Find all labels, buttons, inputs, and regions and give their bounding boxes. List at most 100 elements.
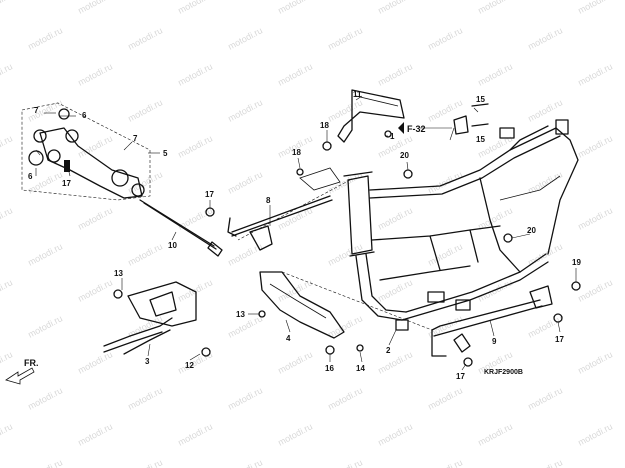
watermark-text: motodi.ru <box>76 421 114 447</box>
watermark-text: motodi.ru <box>26 313 64 339</box>
callout-13: 14 <box>356 364 365 373</box>
callout-2: 2 <box>386 346 391 355</box>
watermark-text: motodi.ru <box>476 61 514 87</box>
callout-6: 6 <box>82 111 87 120</box>
watermark-text: motodi.ru <box>0 349 14 375</box>
callout-18: 19 <box>572 258 581 267</box>
watermark-text: motodi.ru <box>0 277 14 303</box>
watermark-text: motodi.ru <box>76 133 114 159</box>
watermark-text: motodi.ru <box>526 457 564 468</box>
watermark-text: motodi.ru <box>0 61 14 87</box>
watermark-text: motodi.ru <box>426 241 464 267</box>
watermark-text: motodi.ru <box>226 25 264 51</box>
drawing-code: KRJF2900B <box>484 369 523 376</box>
watermark-text: motodi.ru <box>126 97 164 123</box>
callout-19: 12 <box>185 361 194 370</box>
watermark-text: motodi.ru <box>426 385 464 411</box>
watermark-text: motodi.ru <box>426 457 464 468</box>
watermark-text: motodi.ru <box>76 349 114 375</box>
callout-18: 18 <box>320 121 329 130</box>
watermark-text: motodi.ru <box>126 241 164 267</box>
watermark-text: motodi.ru <box>76 277 114 303</box>
watermark-text: motodi.ru <box>26 97 64 123</box>
watermark-text: motodi.ru <box>0 0 14 16</box>
watermark-text: motodi.ru <box>526 385 564 411</box>
watermark-text: motodi.ru <box>126 25 164 51</box>
watermark-text: motodi.ru <box>26 241 64 267</box>
callout-17: 17 <box>456 372 465 381</box>
watermark-text: motodi.ru <box>326 97 364 123</box>
watermark-text: motodi.ru <box>276 421 314 447</box>
watermark-text: motodi.ru <box>276 349 314 375</box>
watermark-text: motodi.ru <box>76 205 114 231</box>
watermark-text: motodi.ru <box>126 457 164 468</box>
watermark-text: motodi.ru <box>576 277 614 303</box>
callout-20: 20 <box>400 151 409 160</box>
callout-17: 17 <box>555 335 564 344</box>
watermark-text: motodi.ru <box>326 25 364 51</box>
watermark-text: motodi.ru <box>576 349 614 375</box>
direction-label: FR. <box>24 358 39 368</box>
watermark-text: motodi.ru <box>0 205 14 231</box>
leader-lines <box>35 95 577 371</box>
side-rod-part <box>431 285 553 357</box>
watermark-text: motodi.ru <box>576 205 614 231</box>
callout-7: 7 <box>34 106 39 115</box>
callout-14: 17 <box>62 179 71 188</box>
callout-16: 16 <box>325 364 334 373</box>
callout-labels: 5 7 6 6 7 17 10 17 8 11 1 18 18 20 15 15… <box>28 90 581 381</box>
watermark-text: motodi.ru <box>176 277 214 303</box>
watermark-text: motodi.ru <box>0 421 14 447</box>
watermark-text: motodi.ru <box>76 61 114 87</box>
center-cover-part <box>259 271 345 339</box>
watermark-text: motodi.ru <box>476 421 514 447</box>
callout-12: 10 <box>168 241 177 250</box>
long-bolt-part <box>139 199 223 257</box>
watermark-text: motodi.ru <box>226 97 264 123</box>
watermark-text: motodi.ru <box>26 25 64 51</box>
watermark-text: motodi.ru <box>226 241 264 267</box>
watermark-text: motodi.ru <box>426 97 464 123</box>
watermark-text: motodi.ru <box>226 457 264 468</box>
watermark-text: motodi.ru <box>576 61 614 87</box>
watermark-text: motodi.ru <box>326 385 364 411</box>
watermark-text: motodi.ru <box>376 421 414 447</box>
watermark-text: motodi.ru <box>576 0 614 16</box>
callout-10: 13 <box>114 269 123 278</box>
watermark-text: motodi.ru <box>426 169 464 195</box>
watermark-text: motodi.ru <box>226 313 264 339</box>
callout-17: 17 <box>205 190 214 199</box>
watermark-text: motodi.ru <box>0 133 14 159</box>
callout-15: 15 <box>476 135 485 144</box>
watermark-text: motodi.ru <box>426 25 464 51</box>
watermark-text: motodi.ru <box>376 0 414 16</box>
watermark-text: motodi.ru <box>176 349 214 375</box>
callout-9: 9 <box>492 337 497 346</box>
callout-3: 3 <box>145 357 150 366</box>
watermark-text: motodi.ru <box>476 0 514 16</box>
watermark-text: motodi.ru <box>276 61 314 87</box>
reference-label: F-32 <box>407 124 426 134</box>
watermark-text: motodi.ru <box>176 133 214 159</box>
front-direction-arrow: FR. <box>5 358 39 385</box>
watermark-text: motodi.ru <box>76 0 114 16</box>
watermark-text: motodi.ru <box>26 457 64 468</box>
watermark-text: motodi.ru <box>26 385 64 411</box>
watermark-text: motodi.ru <box>176 61 214 87</box>
engine-hanger-assembly <box>21 102 151 201</box>
rear-bracket-part <box>337 89 405 143</box>
callout-15: 15 <box>476 95 485 104</box>
callout-20: 20 <box>527 226 536 235</box>
watermark-text: motodi.ru <box>376 205 414 231</box>
watermark-text: motodi.ru <box>276 0 314 16</box>
callout-8: 8 <box>266 196 271 205</box>
watermark-text: motodi.ru <box>226 385 264 411</box>
watermark-text: motodi.ru <box>326 313 364 339</box>
watermark-text: motodi.ru <box>126 385 164 411</box>
callout-5: 5 <box>163 149 168 158</box>
watermark-text: motodi.ru <box>376 61 414 87</box>
step-bar-part <box>103 281 197 355</box>
watermark-text: motodi.ru <box>326 457 364 468</box>
watermark-text: motodi.ru <box>376 349 414 375</box>
